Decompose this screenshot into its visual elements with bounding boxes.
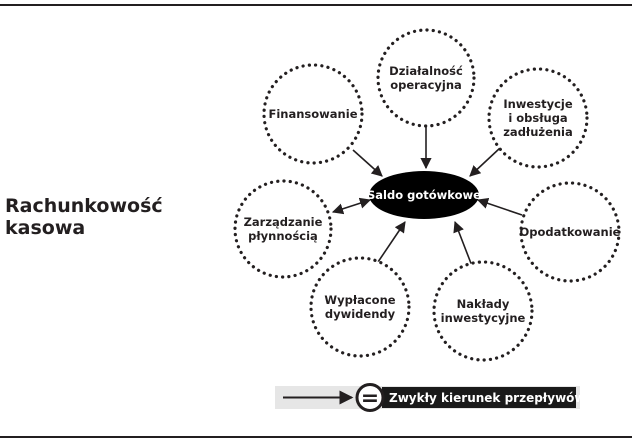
dotted-circle xyxy=(432,260,534,362)
page-title: Rachunkowość kasowa xyxy=(5,195,165,239)
equals-icon xyxy=(355,383,385,412)
arrow-opodatkowanie xyxy=(476,197,523,216)
arrow-dywidendy xyxy=(377,221,406,263)
dotted-circle xyxy=(376,28,476,128)
node-label: Nakłady xyxy=(457,297,510,311)
arrow-inwestycje xyxy=(469,147,501,177)
legend-label: Zwykły kierunek przepływów xyxy=(389,391,586,405)
node-label: Opodatkowanie xyxy=(520,225,621,239)
node-label: Wypłacone xyxy=(324,293,395,307)
bottom-divider xyxy=(0,436,632,438)
node-label: Finansowanie xyxy=(269,107,358,121)
node-label: zadłużenia xyxy=(503,125,573,139)
legend: = Zwykły kierunek przepływów xyxy=(275,383,586,412)
center-node: Saldo gotówkowe xyxy=(367,171,481,219)
node-finansowanie: Finansowanie xyxy=(262,63,364,165)
node-label: operacyjna xyxy=(390,78,462,92)
dotted-circle xyxy=(487,67,589,169)
arrow-plynnosc xyxy=(331,197,372,215)
title-line: Rachunkowość xyxy=(5,195,163,217)
arrow-finansowanie xyxy=(352,149,383,177)
center-ellipse xyxy=(369,171,479,219)
arrows-group xyxy=(331,127,523,267)
dotted-circle xyxy=(262,63,364,165)
node-label: i obsługa xyxy=(508,111,567,125)
node-label: Zarządzanie xyxy=(244,215,323,229)
arrow-naklady xyxy=(453,220,473,267)
title-line: kasowa xyxy=(5,217,86,239)
node-label: inwestycyjne xyxy=(441,311,526,325)
node-label: płynnością xyxy=(248,229,318,243)
dotted-circle xyxy=(233,179,333,279)
equals-symbol: = xyxy=(361,386,379,411)
node-opodatkowanie: Opodatkowanie xyxy=(519,181,621,283)
node-label: dywidendy xyxy=(325,307,396,321)
dotted-circle xyxy=(519,181,621,283)
node-label: Inwestycje xyxy=(503,97,572,111)
top-divider xyxy=(0,4,632,6)
node-label: Działalność xyxy=(389,64,463,78)
center-label: Saldo gotówkowe xyxy=(367,188,481,202)
dotted-circle xyxy=(309,256,411,358)
legend-label-box xyxy=(382,387,576,408)
